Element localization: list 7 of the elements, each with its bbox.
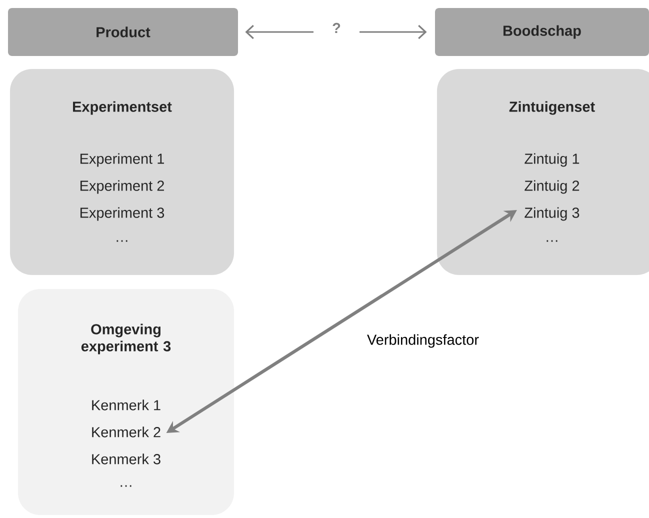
- title-box: Boodschap: [435, 8, 649, 56]
- title-box: Product: [8, 8, 238, 56]
- rounded-box: Zintuigenset Zintuig 1 Zintuig 2 Zintuig 3 …: [437, 69, 649, 275]
- rounded-box: Omgeving experiment 3 Kenmerk 1 Kenmerk 2 Kenmerk 3 …: [18, 289, 234, 515]
- edge-label: ?: [314, 18, 360, 38]
- rounded-box: Experimentset Experiment 1 Experiment 2 Experiment 3 …: [10, 69, 234, 275]
- edge-label: Verbindingsfactor: [364, 332, 482, 350]
